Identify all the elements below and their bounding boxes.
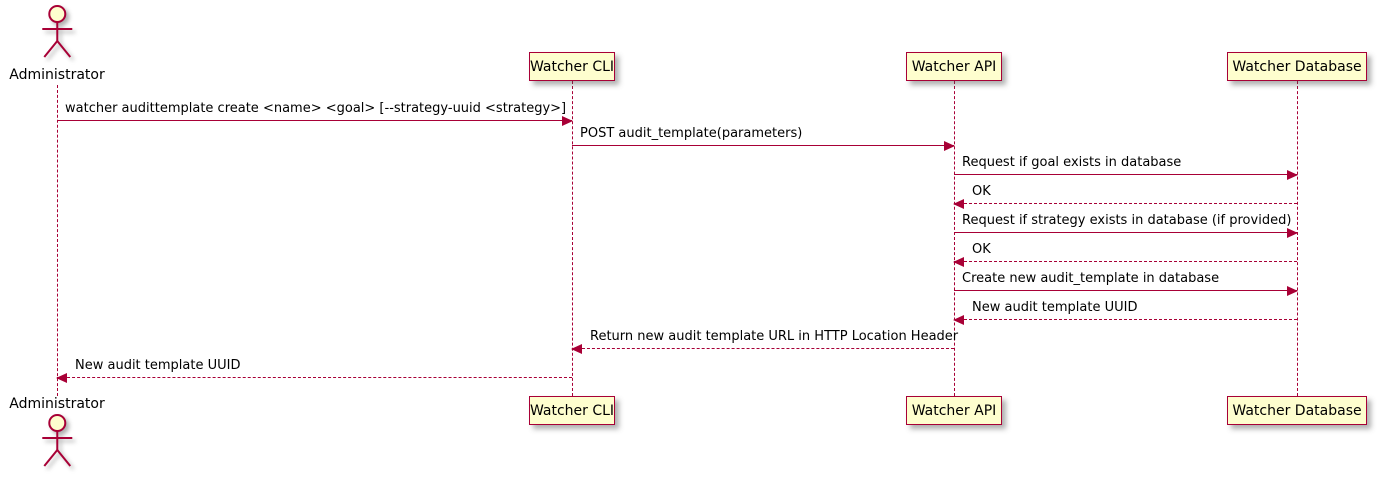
message-line (954, 203, 1297, 204)
participant-watcher-cli-top: Watcher CLI (529, 52, 615, 81)
lifeline-watcher-cli (572, 81, 573, 396)
arrowhead-right-icon (562, 116, 573, 126)
message-new-uuid-to-admin: New audit template UUID (56, 358, 572, 383)
arrowhead-left-icon (571, 344, 582, 354)
message-create-audittemplate: watcher audittemplate create <name> <goa… (57, 101, 573, 126)
message-new-uuid-from-db: New audit template UUID (953, 300, 1297, 325)
message-line (572, 348, 954, 349)
participant-watcher-database-top: Watcher Database (1227, 52, 1367, 81)
message-label: OK (972, 242, 991, 257)
actor-icon (35, 4, 79, 66)
message-line (572, 145, 954, 146)
arrowhead-left-icon (953, 199, 964, 209)
arrowhead-right-icon (1287, 286, 1298, 296)
arrowhead-right-icon (1287, 228, 1298, 238)
participant-watcher-cli-bottom: Watcher CLI (529, 396, 615, 425)
message-label: Return new audit template URL in HTTP Lo… (590, 329, 959, 344)
actor-administrator-bottom: Administrator (9, 396, 105, 475)
participant-label: Watcher CLI (529, 58, 615, 75)
participant-watcher-api-top: Watcher API (906, 52, 1002, 81)
message-label: Request if goal exists in database (962, 155, 1182, 170)
arrowhead-left-icon (56, 373, 67, 383)
arrowhead-right-icon (944, 141, 955, 151)
arrowhead-left-icon (953, 257, 964, 267)
message-ok-goal: OK (953, 184, 1297, 209)
message-label: Request if strategy exists in database (… (962, 213, 1292, 228)
message-return-url: Return new audit template URL in HTTP Lo… (571, 329, 959, 354)
message-request-goal-exists: Request if goal exists in database (954, 155, 1298, 180)
message-line (954, 290, 1297, 291)
participant-watcher-api-bottom: Watcher API (906, 396, 1002, 425)
participant-label: Watcher API (911, 58, 997, 75)
lifeline-administrator (57, 85, 58, 396)
arrowhead-right-icon (1287, 170, 1298, 180)
message-create-in-database: Create new audit_template in database (954, 271, 1298, 296)
message-request-strategy-exists: Request if strategy exists in database (… (954, 213, 1298, 238)
actor-label: Administrator (9, 396, 105, 412)
message-line (57, 120, 572, 121)
message-line (954, 232, 1297, 233)
participant-label: Watcher Database (1232, 402, 1362, 419)
message-label: POST audit_template(parameters) (580, 126, 803, 141)
actor-administrator-top: Administrator (9, 4, 105, 83)
lifeline-watcher-database (1297, 81, 1298, 396)
message-label: Create new audit_template in database (962, 271, 1220, 286)
arrowhead-left-icon (953, 315, 964, 325)
message-label: New audit template UUID (972, 300, 1138, 315)
participant-label: Watcher Database (1232, 58, 1362, 75)
message-post-audit-template: POST audit_template(parameters) (572, 126, 955, 151)
message-label: New audit template UUID (75, 358, 241, 373)
message-label: OK (972, 184, 991, 199)
actor-icon (35, 413, 79, 475)
message-line (57, 377, 572, 378)
message-line (954, 174, 1297, 175)
participant-label: Watcher API (911, 402, 997, 419)
message-ok-strategy: OK (953, 242, 1297, 267)
message-line (954, 319, 1297, 320)
message-line (954, 261, 1297, 262)
message-label: watcher audittemplate create <name> <goa… (65, 101, 567, 116)
lifeline-watcher-api (954, 81, 955, 396)
actor-label: Administrator (9, 67, 105, 83)
participant-watcher-database-bottom: Watcher Database (1227, 396, 1367, 425)
participant-label: Watcher CLI (529, 402, 615, 419)
